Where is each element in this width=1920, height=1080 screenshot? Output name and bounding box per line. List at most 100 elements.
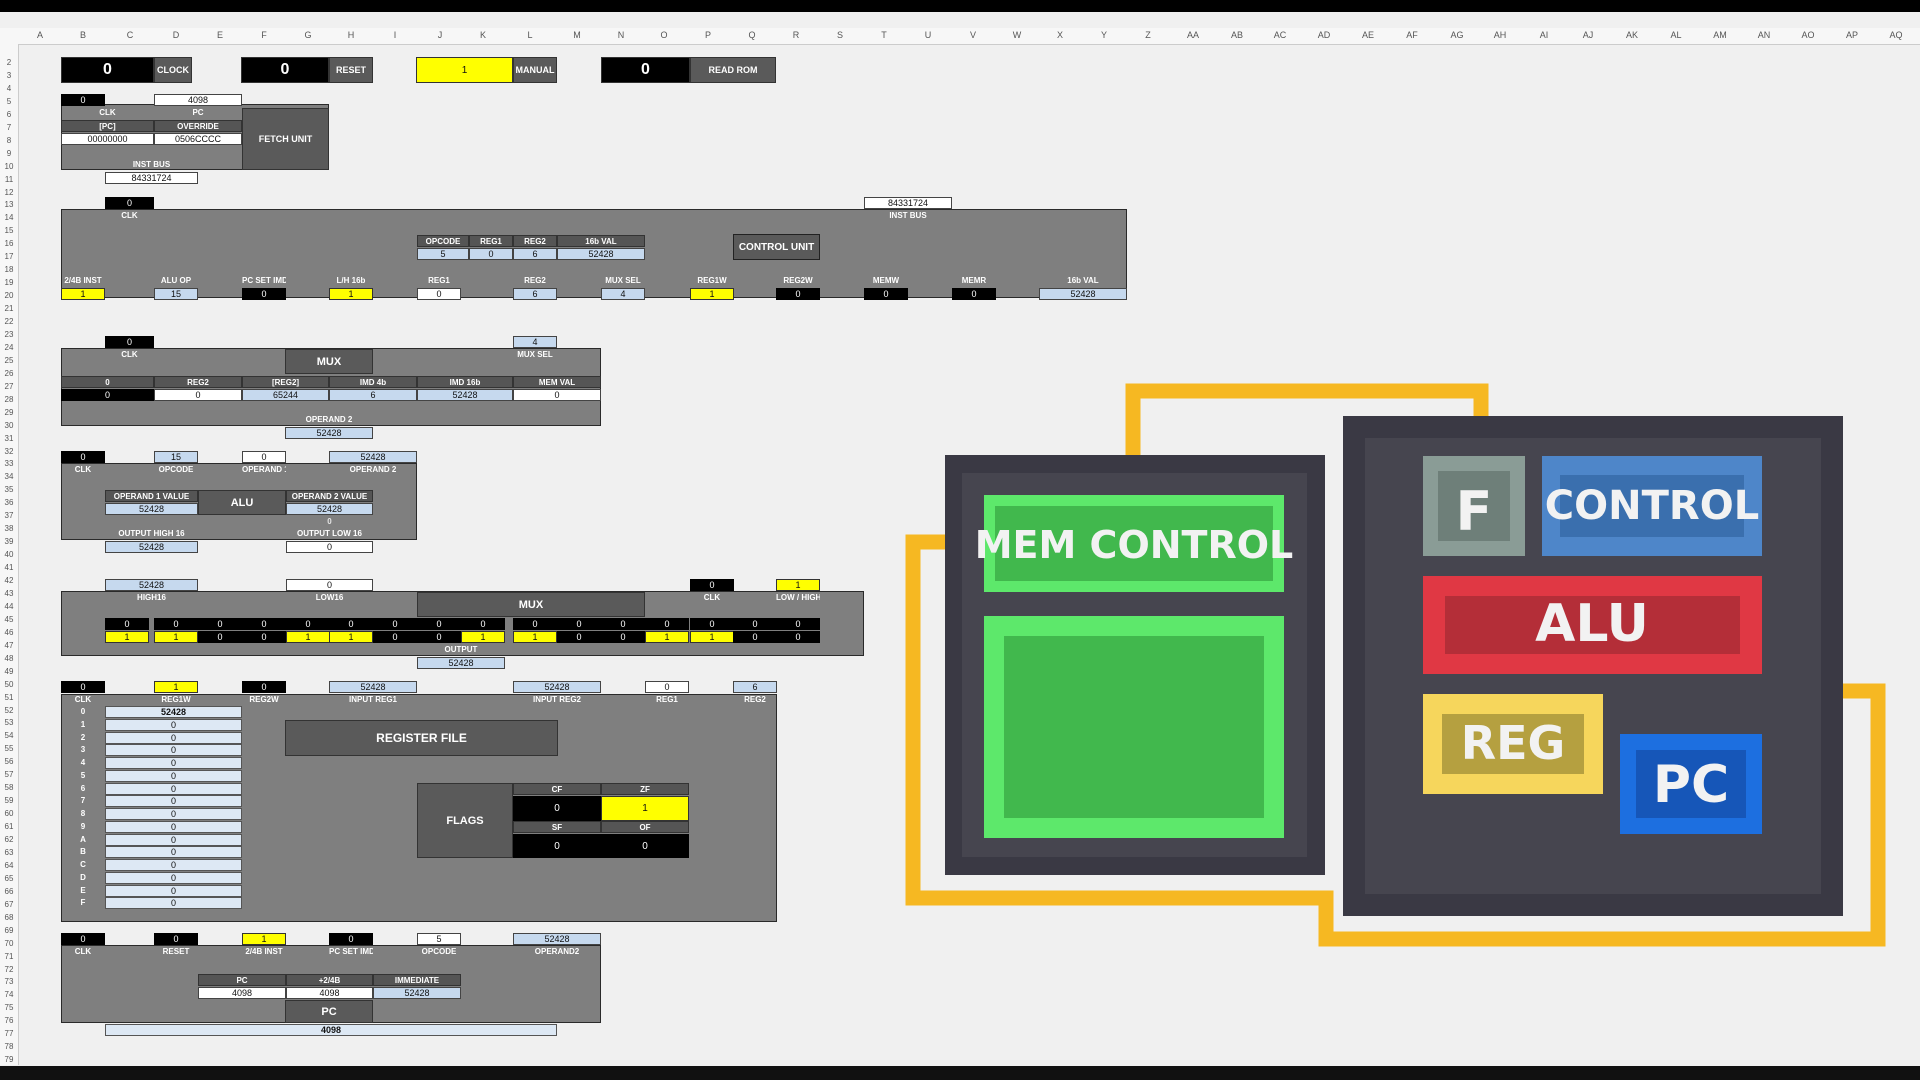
column-header[interactable]: J [437, 30, 443, 40]
cu-output-value[interactable]: 0 [864, 288, 908, 300]
column-header[interactable]: AC [1273, 30, 1287, 40]
row-header[interactable]: 4 [6, 83, 12, 93]
mux1-input-value[interactable]: 6 [329, 389, 417, 401]
regfile-input-value[interactable]: 6 [733, 681, 777, 693]
mux2-bit[interactable]: 0 [733, 618, 777, 630]
reset-value[interactable]: 0 [241, 57, 329, 83]
row-header[interactable]: 66 [4, 886, 14, 896]
column-header[interactable]: P [704, 30, 711, 40]
mux1-input-value[interactable]: 0 [154, 389, 242, 401]
read-rom-button[interactable]: READ ROM [690, 57, 776, 83]
mux2-bit[interactable]: 0 [461, 618, 505, 630]
row-header[interactable]: 51 [4, 692, 14, 702]
row-header[interactable]: 27 [4, 381, 14, 391]
alu-clk-value[interactable]: 0 [61, 451, 105, 463]
row-header[interactable]: 32 [4, 446, 14, 456]
column-header[interactable]: AO [1801, 30, 1815, 40]
mux2-bit[interactable]: 1 [645, 631, 689, 643]
column-header[interactable]: AI [1539, 30, 1549, 40]
column-header[interactable]: E [216, 30, 223, 40]
cu-clk-value[interactable]: 0 [105, 197, 154, 209]
column-header[interactable]: R [792, 30, 800, 40]
cu-output-value[interactable]: 52428 [1039, 288, 1127, 300]
row-header[interactable]: 36 [4, 498, 14, 508]
mux2-bit[interactable]: 0 [776, 631, 820, 643]
row-header[interactable]: 58 [4, 783, 14, 793]
column-header[interactable]: L [527, 30, 533, 40]
row-header[interactable]: 11 [4, 174, 14, 184]
mux2-bit[interactable]: 0 [601, 631, 645, 643]
column-header[interactable]: AL [1670, 30, 1682, 40]
mux2-bit[interactable]: 0 [601, 618, 645, 630]
column-header[interactable]: H [347, 30, 355, 40]
column-header[interactable]: AH [1493, 30, 1507, 40]
row-header[interactable]: 65 [4, 873, 14, 883]
column-header[interactable]: AQ [1889, 30, 1903, 40]
column-header[interactable]: AE [1361, 30, 1374, 40]
mux1-sel-value[interactable]: 4 [513, 336, 557, 348]
read-rom-value[interactable]: 0 [601, 57, 690, 83]
row-header[interactable]: 20 [4, 291, 14, 301]
mux1-out-value[interactable]: 52428 [285, 427, 373, 439]
fetch-pc-value[interactable]: 4098 [154, 94, 242, 106]
mux2-bit[interactable]: 0 [733, 631, 777, 643]
row-header[interactable]: 40 [4, 550, 14, 560]
row-header[interactable]: 22 [4, 317, 14, 326]
register-value[interactable]: 0 [105, 744, 242, 757]
row-header[interactable]: 57 [4, 770, 14, 780]
cu-decode-value[interactable]: 52428 [557, 248, 645, 260]
manual-value[interactable]: 1 [416, 57, 513, 83]
regfile-input-value[interactable]: 0 [645, 681, 689, 693]
cu-output-value[interactable]: 1 [61, 288, 105, 300]
column-header[interactable]: Y [1100, 30, 1107, 40]
row-header[interactable]: 41 [4, 563, 14, 573]
row-header[interactable]: 75 [4, 1003, 14, 1013]
cu-output-value[interactable]: 0 [952, 288, 996, 300]
mux2-out-value[interactable]: 52428 [417, 657, 505, 669]
row-header[interactable]: 55 [4, 744, 14, 754]
row-header[interactable]: 25 [4, 355, 14, 365]
column-header[interactable]: C [126, 30, 134, 40]
row-header[interactable]: 79 [4, 1055, 14, 1065]
cu-output-value[interactable]: 1 [690, 288, 734, 300]
mux2-bit[interactable]: 0 [329, 618, 373, 630]
mux2-bit[interactable]: 0 [373, 631, 417, 643]
row-header[interactable]: 73 [4, 977, 14, 987]
row-header[interactable]: 69 [4, 925, 14, 935]
mux2-bit[interactable]: 0 [242, 618, 286, 630]
mux1-input-value[interactable]: 0 [513, 389, 601, 401]
mux2-bit[interactable]: 1 [154, 631, 198, 643]
flag-cf-value[interactable]: 0 [513, 796, 601, 821]
row-header[interactable]: 42 [4, 576, 14, 585]
fetch-override-value[interactable]: 0506CCCC [154, 133, 242, 145]
mux2-bit[interactable]: 1 [286, 631, 330, 643]
fetch-inst-bus-value[interactable]: 84331724 [105, 172, 198, 184]
row-header[interactable]: 16 [4, 239, 14, 249]
column-header[interactable]: U [924, 30, 932, 40]
cu-output-value[interactable]: 15 [154, 288, 198, 300]
mux2-bit[interactable]: 1 [105, 631, 149, 643]
register-value[interactable]: 0 [105, 859, 242, 871]
row-header[interactable]: 5 [6, 96, 12, 106]
row-header[interactable]: 34 [4, 472, 14, 482]
row-header[interactable]: 31 [4, 433, 14, 443]
alu-op2-value[interactable]: 52428 [329, 451, 417, 463]
row-header[interactable]: 77 [4, 1029, 14, 1039]
column-header[interactable]: AN [1757, 30, 1771, 40]
alu-op1-value[interactable]: 0 [242, 451, 286, 463]
column-header[interactable]: K [479, 30, 486, 40]
fetch-pc-bits[interactable]: 00000000 [61, 133, 154, 145]
column-header[interactable]: F [261, 30, 267, 40]
flag-sf-value[interactable]: 0 [513, 834, 601, 858]
pc-table-value[interactable]: 52428 [373, 987, 461, 999]
register-value[interactable]: 0 [105, 884, 242, 897]
manual-button[interactable]: MANUAL [513, 57, 557, 83]
mux2-bit[interactable]: 0 [286, 618, 330, 630]
row-header[interactable]: 39 [4, 537, 14, 547]
column-header[interactable]: T [881, 30, 887, 40]
pc-out-value[interactable]: 4098 [105, 1024, 557, 1036]
pc-input-value[interactable]: 0 [61, 933, 105, 945]
column-header[interactable]: AM [1713, 30, 1727, 40]
row-header[interactable]: 49 [4, 666, 14, 676]
mux2-bit[interactable]: 1 [329, 631, 373, 643]
